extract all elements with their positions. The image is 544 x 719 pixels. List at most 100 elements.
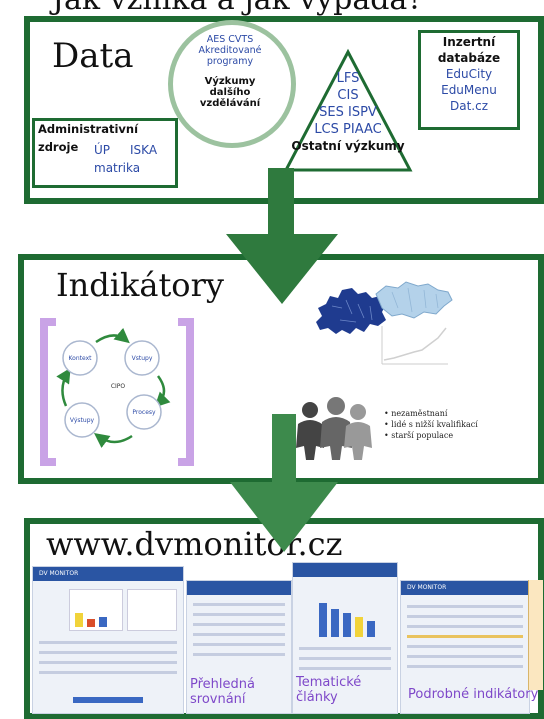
circle-bold2: dalšího bbox=[209, 87, 251, 98]
cipo-center-label: CIPO bbox=[110, 383, 126, 390]
bullet-text: nezaměstnaní bbox=[391, 409, 448, 418]
thumb-row bbox=[193, 623, 285, 626]
people-figures-icon bbox=[296, 397, 372, 460]
triangle-item: LFS bbox=[336, 71, 360, 86]
admin-iska: ISKA bbox=[130, 143, 158, 157]
other-research-triangle bbox=[283, 48, 413, 172]
circle-line2: Akreditované bbox=[198, 45, 262, 56]
triangle-item: CIS bbox=[337, 88, 359, 103]
thumb-row bbox=[299, 647, 391, 650]
caption-line: články bbox=[296, 690, 338, 705]
caption-line: srovnání bbox=[190, 692, 246, 707]
ads-bold2: databáze bbox=[437, 51, 501, 65]
thumb-row bbox=[39, 661, 177, 664]
indicator-bullets: • nezaměstnaní • lidé s nižší kvalifikac… bbox=[384, 408, 478, 441]
bullet-item: • lidé s nižší kvalifikací bbox=[384, 420, 478, 429]
thumb-bar bbox=[367, 621, 375, 637]
thumb-map bbox=[127, 589, 177, 631]
thumb-row bbox=[193, 653, 285, 656]
cipo-bracket-left bbox=[40, 318, 56, 466]
ads-item: EduMenu bbox=[441, 83, 497, 97]
circle-bold3: vzdělávání bbox=[199, 98, 261, 109]
ads-bold1: Inzertní bbox=[442, 35, 496, 49]
thumb-bar bbox=[87, 619, 95, 627]
caption-tematicke: Tematické články bbox=[296, 675, 361, 705]
admin-up: ÚP bbox=[94, 143, 111, 157]
thumb-logo: DV MONITOR bbox=[407, 584, 447, 591]
caption-line: Podrobné indikátory bbox=[408, 687, 539, 702]
bullet-item: • starší populace bbox=[384, 431, 454, 440]
admin-matrika: matrika bbox=[94, 161, 141, 175]
caption-line: Přehledná bbox=[190, 677, 255, 692]
cipo-node-vstupy: Vstupy bbox=[131, 355, 153, 362]
thumb-row bbox=[407, 635, 523, 638]
indicators-panel-title: Indikátory bbox=[56, 266, 224, 304]
cipo-cycle-diagram bbox=[56, 327, 171, 448]
czech-map-image bbox=[375, 281, 453, 319]
thumb-header bbox=[401, 581, 529, 595]
cipo-bracket-right bbox=[178, 318, 194, 466]
thumb-bar bbox=[99, 617, 107, 627]
thumb-row bbox=[407, 655, 523, 658]
thumb-row bbox=[299, 667, 391, 670]
cipo-node-kontext: Kontext bbox=[68, 355, 92, 362]
thumb-row bbox=[193, 613, 285, 616]
research-circle bbox=[168, 20, 296, 148]
cipo-node-vystupy: Výstupy bbox=[69, 417, 95, 424]
flow-arrow-indicators-to-web bbox=[230, 414, 338, 552]
admin-bold1: Administrativní bbox=[38, 122, 139, 136]
page-title: Jak vzniká a jak vypadá? bbox=[52, 0, 423, 17]
ads-text: Inzertní databáze EduCity EduMenu Dat.cz bbox=[421, 34, 517, 114]
flow-arrow-data-to-indicators bbox=[226, 168, 338, 304]
thumb-row bbox=[193, 643, 285, 646]
thumb-bar bbox=[355, 617, 363, 637]
ads-item: Dat.cz bbox=[449, 99, 488, 113]
bullet-item: • nezaměstnaní bbox=[384, 409, 448, 418]
thumb-bar bbox=[331, 609, 339, 637]
thumb-header bbox=[33, 567, 183, 581]
thumb-row bbox=[39, 671, 177, 674]
thumb-header bbox=[187, 581, 291, 595]
triangle-text: LFS CIS SES ISPV LCS PIAAC Ostatní výzku… bbox=[282, 70, 414, 155]
triangle-bold: Ostatní výzkumy bbox=[291, 139, 405, 153]
thumb-chart bbox=[69, 589, 123, 631]
thumb-row bbox=[193, 603, 285, 606]
eu-map-image bbox=[316, 288, 386, 334]
thumb-row bbox=[39, 651, 177, 654]
triangle-item: LCS PIAAC bbox=[314, 122, 382, 137]
triangle-item: SES ISPV bbox=[319, 105, 377, 120]
web-screenshot-indicators: DV MONITOR bbox=[400, 580, 530, 714]
circle-line1: AES CVTS bbox=[206, 34, 254, 45]
admin-bold2: zdroje bbox=[38, 140, 79, 154]
caption-prehledna: Přehledná srovnání bbox=[190, 677, 255, 707]
thumb-row bbox=[407, 665, 523, 668]
web-screenshot-articles bbox=[292, 562, 398, 714]
caption-line: Tematické bbox=[296, 675, 362, 690]
thumb-row bbox=[407, 605, 523, 608]
caption-podrobne: Podrobné indikátory bbox=[408, 687, 538, 702]
thumb-row bbox=[193, 633, 285, 636]
ads-databases-box bbox=[418, 30, 520, 130]
ads-item: EduCity bbox=[445, 67, 493, 81]
trend-chart-image bbox=[381, 326, 448, 365]
cipo-node-procesy: Procesy bbox=[132, 409, 156, 416]
data-panel-title: Data bbox=[52, 36, 134, 76]
thumb-row bbox=[39, 641, 177, 644]
bullet-text: starší populace bbox=[391, 431, 454, 440]
web-screenshot-home: DV MONITOR bbox=[32, 566, 184, 714]
circle-line3: programy bbox=[206, 56, 254, 67]
web-screenshot-comparison bbox=[186, 580, 292, 714]
thumb-row bbox=[299, 657, 391, 660]
thumb-side-strip bbox=[528, 580, 543, 690]
thumb-row bbox=[407, 625, 523, 628]
thumb-bar bbox=[343, 613, 351, 637]
admin-sources-box bbox=[32, 118, 178, 188]
thumb-row bbox=[407, 645, 523, 648]
thumb-row bbox=[407, 615, 523, 618]
thumb-logo: DV MONITOR bbox=[39, 570, 79, 577]
thumb-bar bbox=[75, 613, 83, 627]
thumb-footer-logos bbox=[73, 697, 143, 703]
bullet-text: lidé s nižší kvalifikací bbox=[391, 420, 478, 429]
thumb-header bbox=[293, 563, 397, 577]
circle-bold1: Výzkumy bbox=[204, 76, 256, 87]
